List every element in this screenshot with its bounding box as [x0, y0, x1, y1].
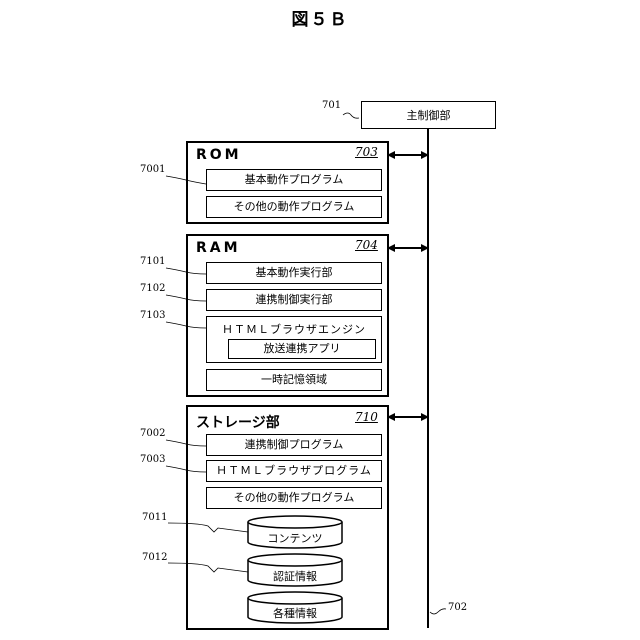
ram-item-temp-storage-label: 一時記憶領域	[207, 370, 381, 390]
db-contents-ref: 7011	[142, 512, 167, 523]
ram-item-coop-exec-label: 連携制御実行部	[207, 290, 381, 310]
bus-ref: 702	[448, 602, 467, 613]
storage-item-coop-program: 連携制御プログラム	[206, 434, 382, 456]
main-control-ref: 701	[322, 100, 341, 111]
db-misc-label: 各種情報	[248, 605, 342, 621]
leader-702	[430, 609, 446, 614]
ram-item-basic-exec-ref: 7101	[140, 256, 165, 267]
storage-item-other-program: その他の動作プログラム	[206, 487, 382, 509]
ram-item-browser-engine-ref: 7103	[140, 310, 165, 321]
rom-item-basic-program-ref: 7001	[140, 164, 165, 175]
db-contents-label: コンテンツ	[248, 530, 342, 546]
main-control-label: 主制御部	[407, 107, 451, 123]
figure-title: 図５Ｂ	[0, 12, 640, 29]
storage-item-browser-program: ＨＴＭＬブラウザプログラム	[206, 460, 382, 482]
rom-title: ROM	[196, 147, 242, 163]
ram-item-broadcast-app-label: 放送連携アプリ	[229, 340, 375, 358]
db-auth-ref: 7012	[142, 552, 167, 563]
storage-item-coop-program-ref: 7002	[140, 428, 165, 439]
storage-item-coop-program-label: 連携制御プログラム	[207, 435, 381, 455]
leader-701	[343, 113, 359, 118]
db-auth-label: 認証情報	[248, 568, 342, 584]
ram-item-coop-exec-ref: 7102	[140, 283, 165, 294]
storage-title: ストレージ部	[196, 412, 280, 432]
ram-item-broadcast-app: 放送連携アプリ	[228, 339, 376, 359]
ram-item-basic-exec-label: 基本動作実行部	[207, 263, 381, 283]
storage-item-browser-program-ref: 7003	[140, 454, 165, 465]
rom-item-other-program: その他の動作プログラム	[206, 196, 382, 218]
ram-item-basic-exec: 基本動作実行部	[206, 262, 382, 284]
storage-ref: 710	[355, 410, 378, 424]
rom-item-basic-program: 基本動作プログラム	[206, 169, 382, 191]
rom-item-basic-program-label: 基本動作プログラム	[207, 170, 381, 190]
rom-ref: 703	[355, 145, 378, 159]
main-control-box: 主制御部	[361, 101, 496, 129]
ram-item-browser-engine-label: ＨＴＭＬブラウザエンジン	[207, 321, 381, 337]
ram-ref: 704	[355, 238, 378, 252]
ram-item-coop-exec: 連携制御実行部	[206, 289, 382, 311]
ram-item-temp-storage: 一時記憶領域	[206, 369, 382, 391]
storage-item-browser-program-label: ＨＴＭＬブラウザプログラム	[207, 461, 381, 481]
rom-item-other-program-label: その他の動作プログラム	[207, 197, 381, 217]
ram-title: RAM	[196, 240, 241, 256]
storage-item-other-program-label: その他の動作プログラム	[207, 488, 381, 508]
